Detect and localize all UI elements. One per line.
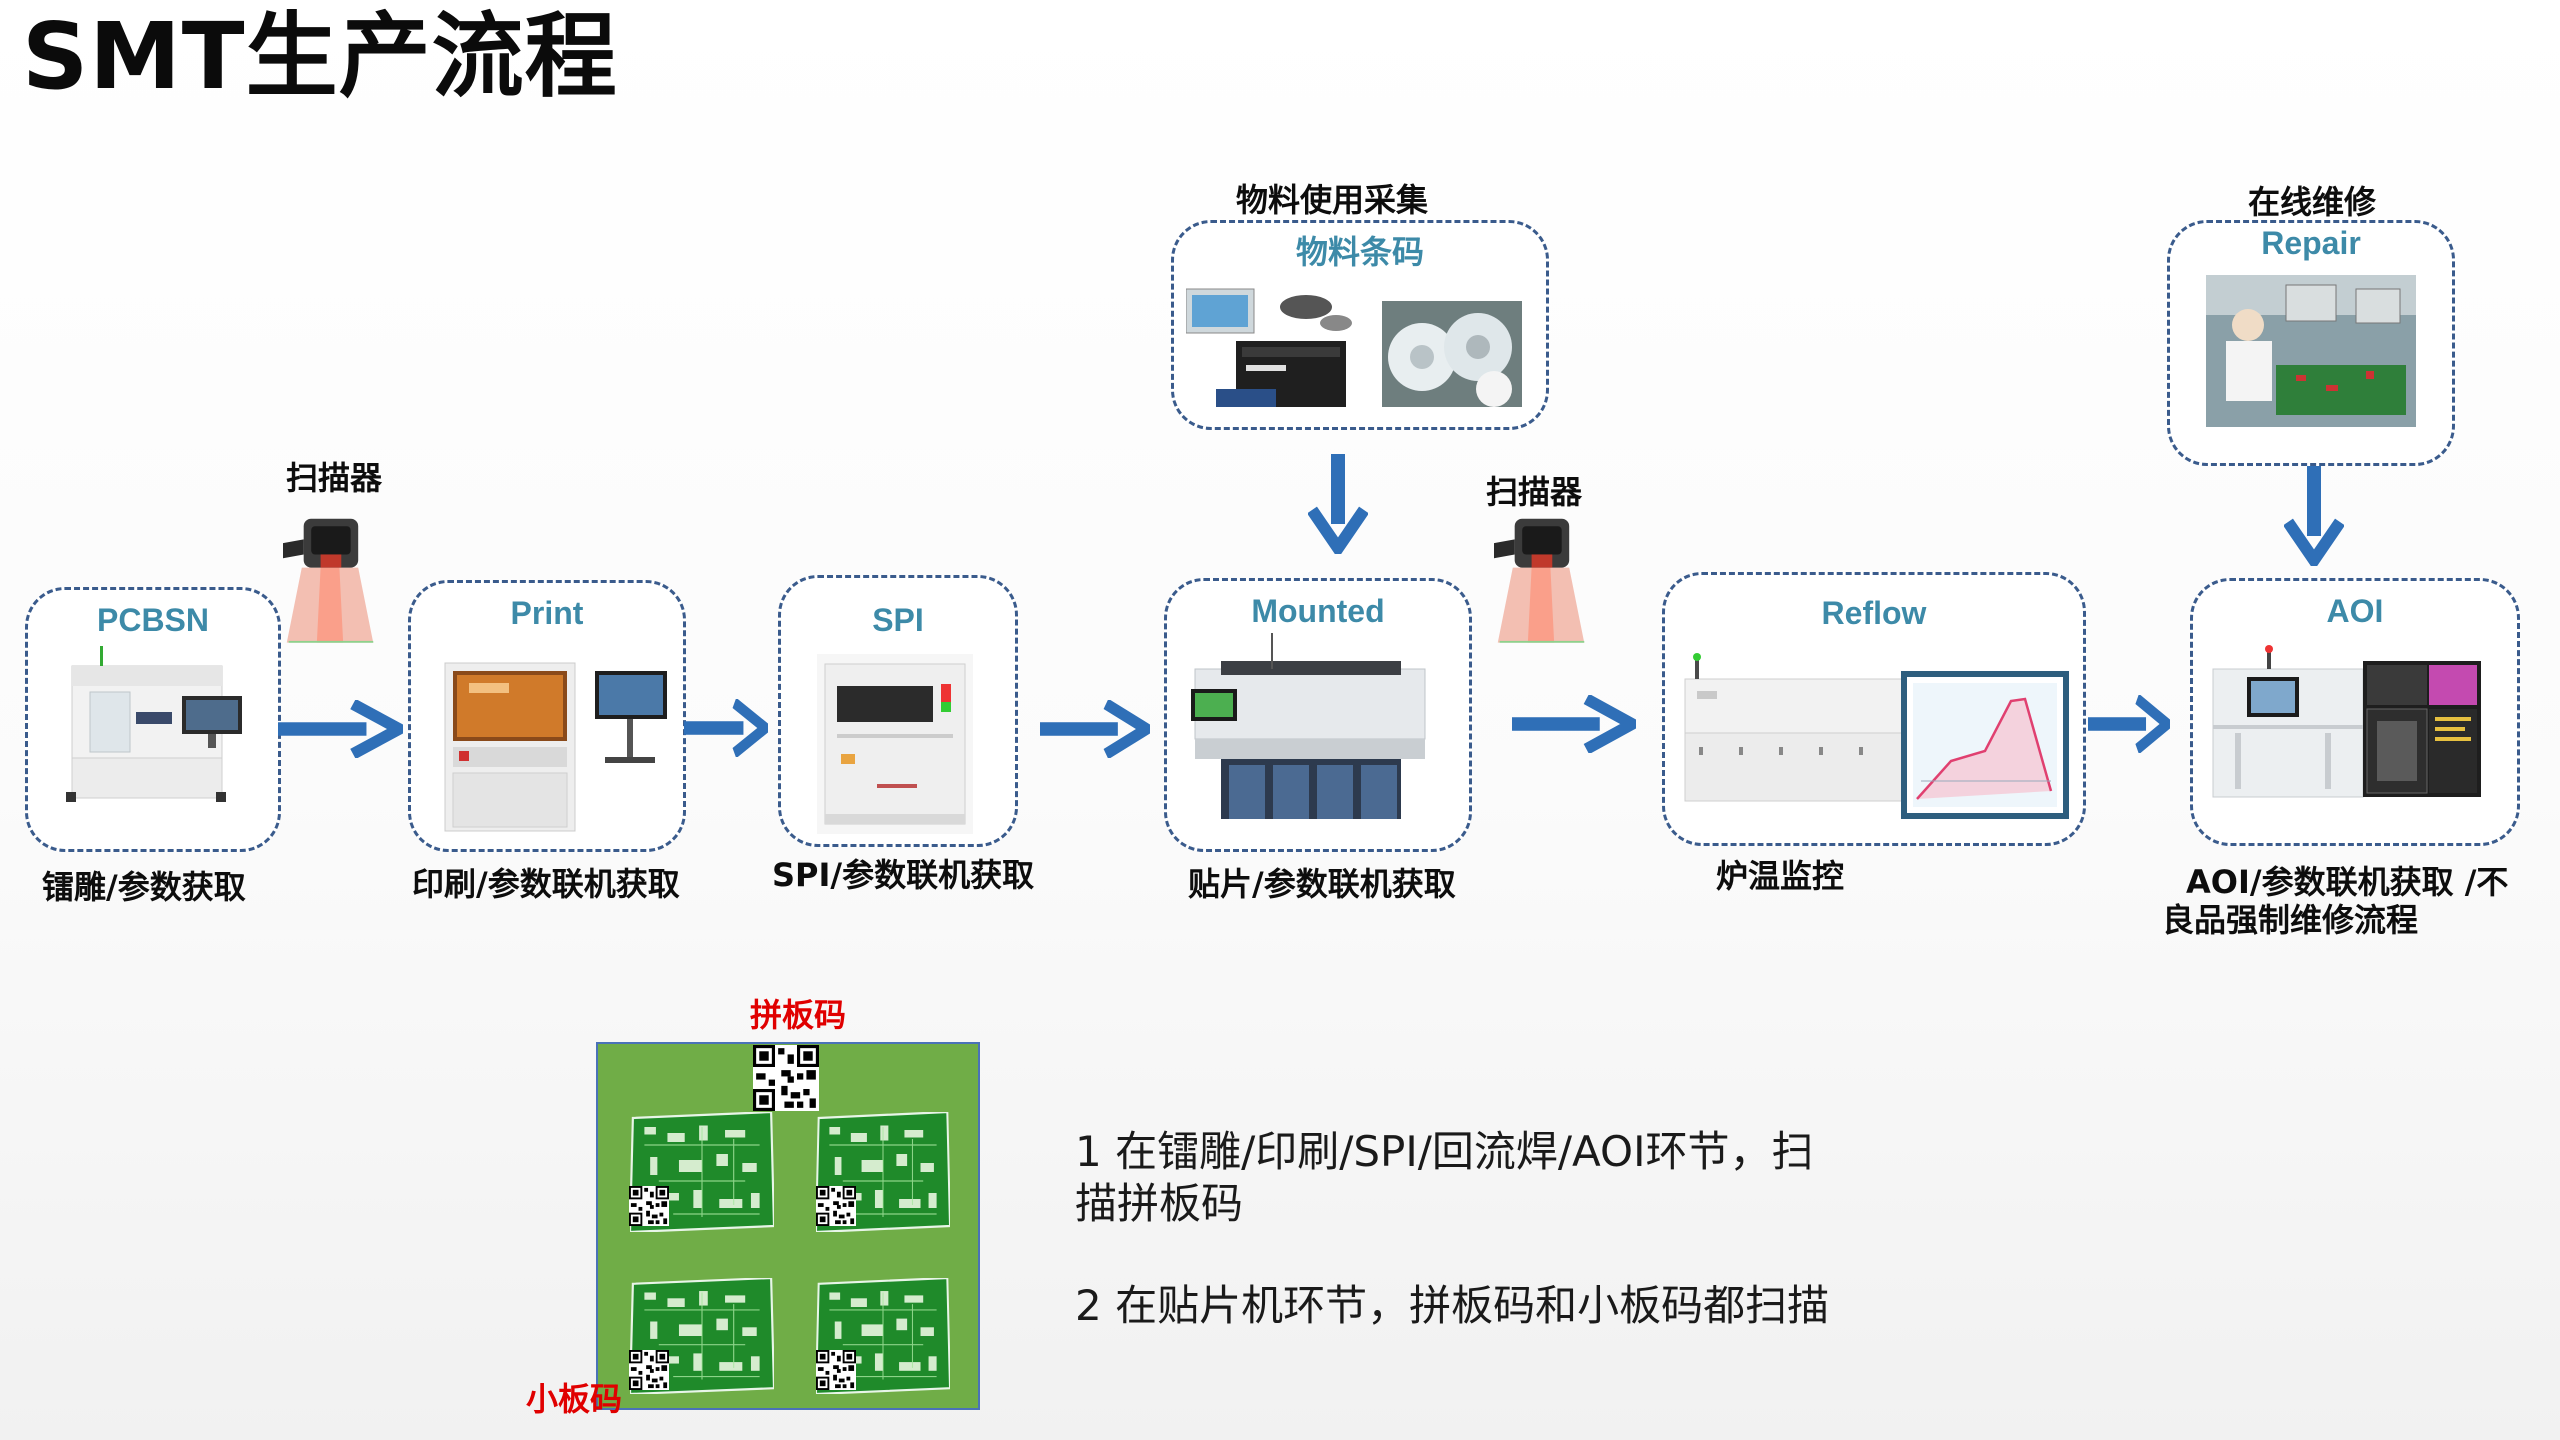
scanner-label-1: 扫描器 [286,459,383,497]
reel-image [1382,301,1522,407]
repair-arrow-down [2284,466,2344,566]
spi-machine-image [817,654,973,834]
material-heading: 物料使用采集 [1236,181,1429,219]
material-barcode-box[interactable]: 物料条码 [1171,220,1549,430]
flow-arrow-2 [684,699,768,757]
scanner-label-2: 扫描器 [1486,473,1583,511]
station-spi-label: SPI [872,602,924,638]
scanner-icon [283,508,377,646]
small-board-qr-2 [816,1186,856,1226]
station-spi[interactable]: SPI [778,575,1018,847]
station-print-label: Print [510,595,584,631]
material-label: 物料条码 [1295,234,1424,270]
reflow-oven-image [1679,651,1911,811]
small-board-qr-1 [629,1186,669,1226]
station-pcbsn-label: PCBSN [96,602,209,638]
aoi-software-screenshot [2363,661,2481,797]
flow-arrow-5 [2088,695,2170,753]
repair-station-image [2206,275,2416,427]
station-mounted-label: Mounted [1251,593,1385,629]
mounter-machine-image [1181,633,1453,833]
station-pcbsn-caption: 镭雕/参数获取 [42,868,246,906]
station-aoi-label: AOI [2326,593,2384,629]
station-print-caption: 印刷/参数联机获取 [412,865,680,903]
panel-qr-code [752,1045,820,1111]
repair-box[interactable]: Repair [2167,220,2455,466]
note-2: 2 在贴片机环节，拼板码和小板码都扫描 [1075,1281,1830,1330]
board-code-label: 小板码 [526,1380,623,1418]
flow-arrow-3 [1040,700,1150,758]
small-board-qr-3 [629,1350,669,1390]
laser-engraver-image [52,646,262,806]
material-arrow-down [1308,454,1368,554]
scanner-icon-2 [1494,508,1588,646]
page-title: SMT生产流程 [22,3,618,110]
station-aoi[interactable]: AOI [2190,578,2520,846]
repair-label: Repair [2261,225,2361,261]
printer-machine-image [444,662,667,832]
repair-heading: 在线维修 [2248,183,2377,221]
station-spi-caption: SPI/参数联机获取 [772,856,1035,894]
station-mounted-caption: 贴片/参数联机获取 [1188,865,1456,903]
station-print[interactable]: Print [408,580,686,852]
note-1-line-2: 描拼板码 [1075,1179,1244,1228]
station-mounted[interactable]: Mounted [1164,578,1472,852]
temperature-profile-chart [1901,671,2069,819]
flow-arrow-4 [1512,695,1636,753]
station-reflow[interactable]: Reflow [1662,572,2086,846]
small-board-qr-4 [816,1350,856,1390]
station-reflow-caption: 炉温监控 [1716,857,1845,895]
station-pcbsn[interactable]: PCBSN [25,587,281,852]
station-aoi-caption-line2: 良品强制维修流程 [2162,901,2419,939]
panel-code-label: 拼板码 [750,996,847,1034]
station-reflow-label: Reflow [1821,595,1927,631]
aoi-machine-image [2207,641,2373,801]
note-1-line-1: 1 在镭雕/印刷/SPI/回流焊/AOI环节，扫 [1075,1127,1814,1176]
flow-arrow-1 [278,700,403,758]
station-aoi-caption-line1: AOI/参数联机获取 /不 [2186,863,2509,901]
label-printer-image [1186,288,1352,407]
